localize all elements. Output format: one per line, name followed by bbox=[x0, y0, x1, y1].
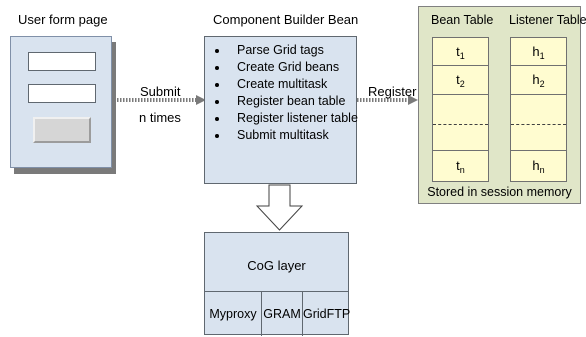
component-builder-title: Component Builder Bean bbox=[213, 12, 359, 27]
divider bbox=[433, 65, 488, 66]
listener-table-title: Listener Table bbox=[509, 13, 586, 27]
step-item: Submit multitask bbox=[205, 127, 358, 144]
register-arrow-head bbox=[408, 95, 418, 105]
step-item: Create multitask bbox=[205, 76, 358, 93]
user-form-panel bbox=[10, 36, 112, 168]
bean-cell-1: t1 bbox=[456, 44, 465, 61]
divider bbox=[433, 94, 488, 95]
submit-times-label: n times bbox=[139, 110, 181, 125]
step-item: Parse Grid tags bbox=[205, 42, 358, 59]
cog-layer-panel: CoG layer Myproxy GRAM GridFTP bbox=[204, 232, 351, 337]
submit-label: Submit bbox=[140, 84, 181, 99]
dashed-divider bbox=[511, 124, 566, 125]
bean-cell-n: tn bbox=[456, 158, 465, 175]
divider bbox=[511, 94, 566, 95]
divider bbox=[511, 65, 566, 66]
form-submit-button[interactable] bbox=[33, 117, 91, 143]
user-form-title: User form page bbox=[18, 12, 108, 27]
component-builder-steps: Parse Grid tags Create Grid beans Create… bbox=[205, 42, 358, 144]
register-label: Register bbox=[368, 84, 417, 99]
step-item: Create Grid beans bbox=[205, 59, 358, 76]
session-caption: Stored in session memory bbox=[427, 185, 572, 199]
form-text-field-2[interactable] bbox=[28, 84, 96, 103]
cog-components-row: Myproxy GRAM GridFTP bbox=[205, 291, 351, 337]
component-builder-panel: Parse Grid tags Create Grid beans Create… bbox=[204, 36, 358, 184]
bean-table-title: Bean Table bbox=[431, 13, 494, 27]
step-item: Register listener table bbox=[205, 110, 358, 127]
step-item: Register bean table bbox=[205, 93, 358, 110]
listener-table: h1 h2 hn bbox=[510, 37, 567, 182]
cog-component-myproxy: Myproxy bbox=[205, 292, 262, 336]
cog-component-gridftp: GridFTP bbox=[303, 307, 351, 321]
form-text-field-1[interactable] bbox=[28, 52, 96, 71]
divider bbox=[511, 150, 566, 151]
session-memory-panel: Bean Table Listener Table t1 t2 tn h1 h2… bbox=[418, 6, 586, 204]
listener-cell-1: h1 bbox=[532, 44, 545, 61]
down-arrow bbox=[255, 184, 304, 231]
listener-cell-n: hn bbox=[532, 158, 545, 175]
listener-cell-2: h2 bbox=[532, 72, 545, 89]
cog-layer-title: CoG layer bbox=[247, 258, 306, 273]
submit-arrow-head bbox=[196, 95, 206, 105]
cog-component-gram: GRAM bbox=[262, 292, 303, 336]
divider bbox=[433, 150, 488, 151]
dashed-divider bbox=[433, 124, 488, 125]
bean-cell-2: t2 bbox=[456, 72, 465, 89]
bean-table: t1 t2 tn bbox=[432, 37, 489, 182]
